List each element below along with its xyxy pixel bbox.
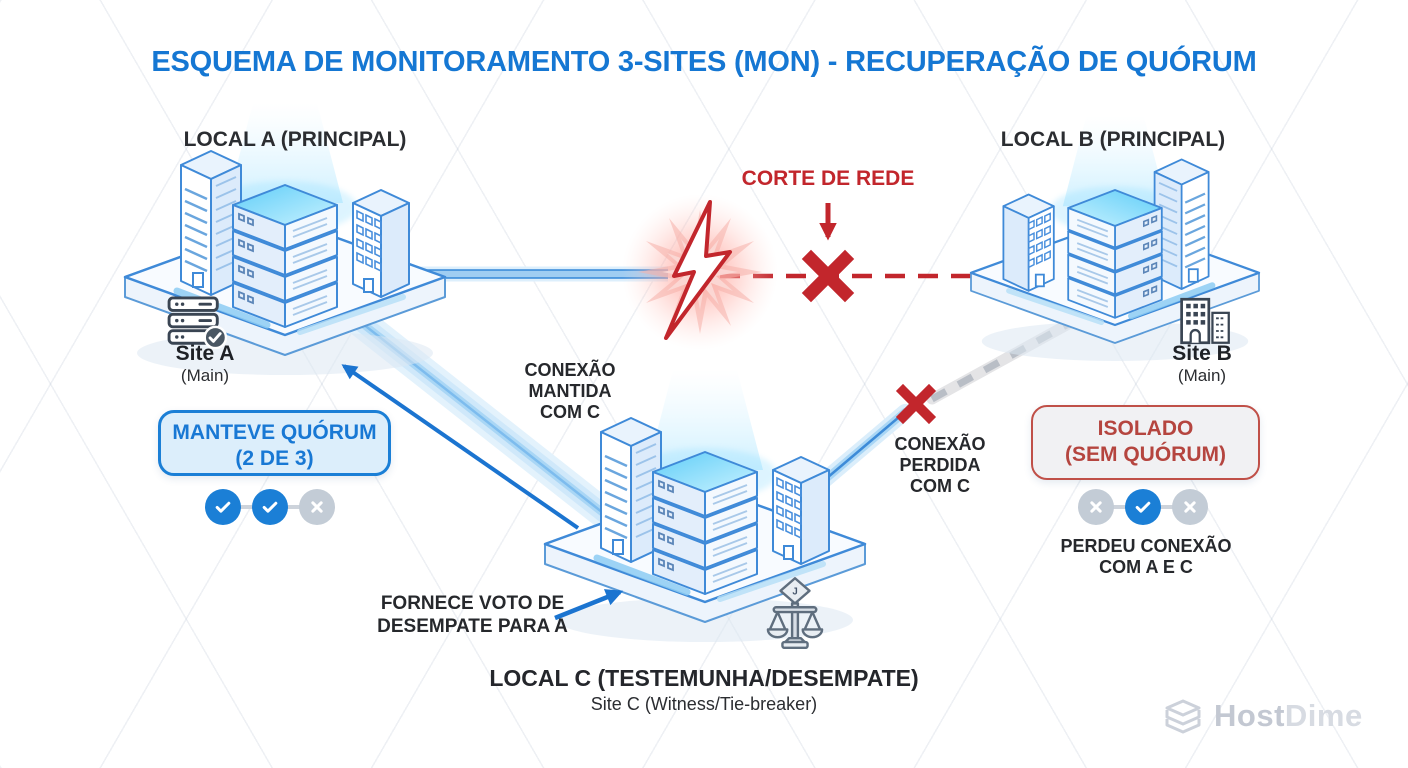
connection-kept-line1: CONEXÃO	[524, 360, 616, 380]
vote-check-icon	[1125, 489, 1161, 525]
vote-check-icon	[252, 489, 288, 525]
brand-name: HostDime	[1214, 698, 1363, 734]
brand-logo: HostDime	[1160, 696, 1363, 736]
page-title: ESQUEMA DE MONITORAMENTO 3-SITES (MON) -…	[151, 46, 1257, 78]
isolated-line2: (SEM QUÓRUM)	[1065, 443, 1226, 466]
site-a-header: LOCAL A (PRINCIPAL)	[183, 128, 407, 151]
lost-connection-note: PERDEU CONEXÃO COM A E C	[1026, 536, 1266, 578]
lost-connection-note-line2: COM A E C	[1099, 557, 1193, 577]
connection-lost-line2: PERDIDA	[899, 455, 981, 475]
vote-x-icon	[1172, 489, 1208, 525]
vote-x-icon	[1078, 489, 1114, 525]
quorum-kept-line1: MANTEVE QUÓRUM	[172, 421, 377, 444]
site-b-name: Site B	[1172, 342, 1232, 365]
connection-lost-label: CONEXÃO PERDIDA COM C	[865, 434, 1015, 497]
connection-lost-line1: CONEXÃO	[894, 434, 986, 454]
office-building-icon	[1180, 297, 1230, 345]
network-cut-x-icon	[801, 249, 855, 303]
site-c-sub: Site C (Witness/Tie-breaker)	[590, 694, 818, 714]
lost-connection-x-icon	[895, 383, 937, 425]
lost-connection-note-line1: PERDEU CONEXÃO	[1060, 536, 1232, 556]
site-b-sub: (Main)	[1177, 366, 1227, 385]
scales-of-justice-icon: J	[766, 577, 824, 650]
tiebreak-line2: DESEMPATE PARA A	[377, 616, 568, 637]
server-rack-icon	[167, 296, 228, 350]
site-b-header: LOCAL B (PRINCIPAL)	[1000, 128, 1226, 151]
scales-letter: J	[792, 587, 797, 598]
isolated-box: ISOLADO (SEM QUÓRUM)	[1031, 405, 1260, 480]
isolated-line1: ISOLADO	[1097, 417, 1194, 440]
connection-lost-line3: COM C	[910, 476, 970, 496]
tiebreak-line1: FORNECE VOTO DE	[380, 593, 565, 614]
brand-name-secondary: Dime	[1284, 698, 1363, 733]
site-a-sub: (Main)	[180, 366, 230, 385]
quorum-kept-line2: (2 DE 3)	[235, 447, 314, 470]
brand-name-primary: Host	[1214, 698, 1285, 733]
connection-kept-line2: MANTIDA	[528, 381, 612, 401]
tiebreak-label: FORNECE VOTO DE DESEMPATE PARA A	[360, 592, 585, 638]
vote-check-icon	[205, 489, 241, 525]
brand-stack-icon	[1165, 699, 1201, 734]
quorum-kept-box: MANTEVE QUÓRUM (2 DE 3)	[158, 410, 391, 476]
network-cut-label: CORTE DE REDE	[741, 167, 915, 190]
site-a-vote-badges	[205, 489, 335, 525]
lightning-burst-icon	[622, 194, 778, 350]
site-c-header: LOCAL C (TESTEMUNHA/DESEMPATE)	[489, 665, 919, 691]
vote-x-icon	[299, 489, 335, 525]
connection-kept-line3: COM C	[540, 402, 600, 422]
connection-kept-label: CONEXÃO MANTIDA COM C	[495, 360, 645, 423]
site-b-vote-badges	[1078, 489, 1208, 525]
